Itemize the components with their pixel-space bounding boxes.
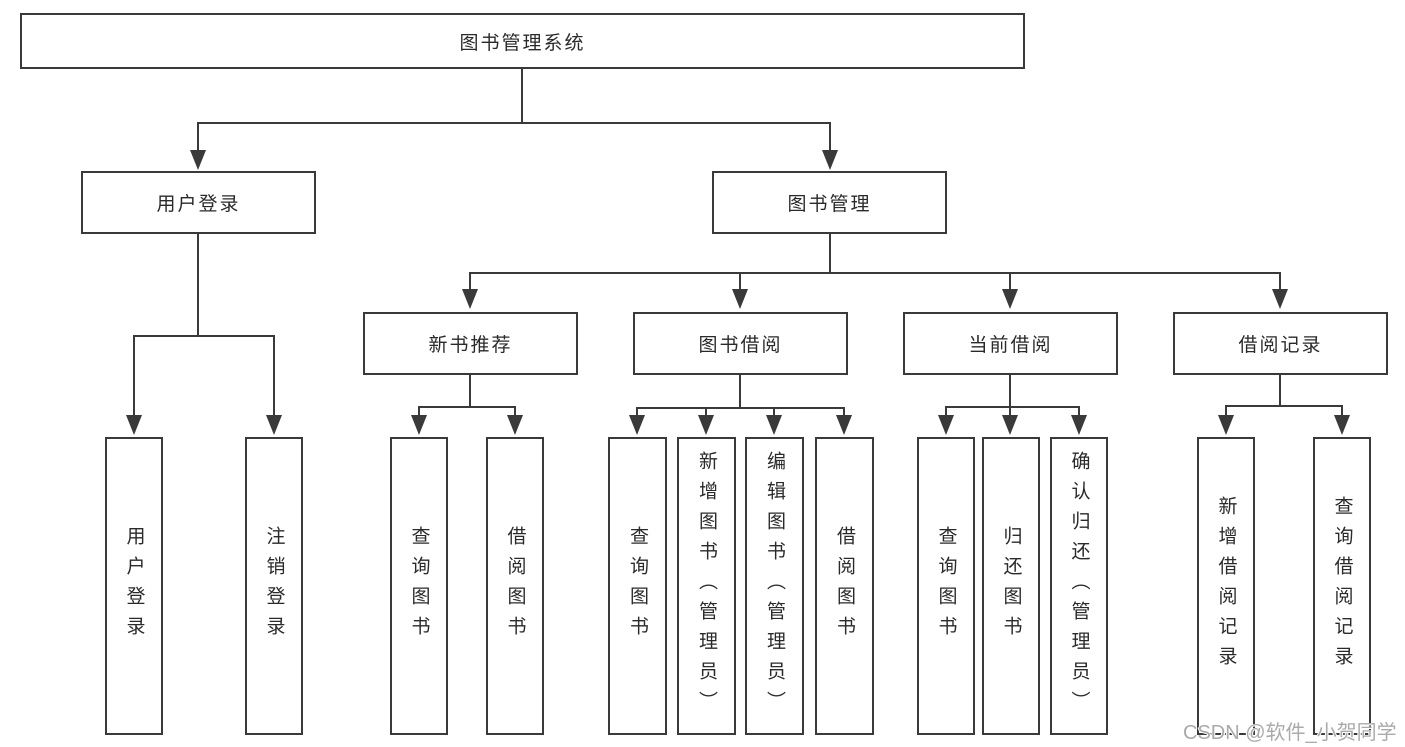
node-book-borrowing: 图书借阅 <box>633 312 848 375</box>
arrowhead-down-icon <box>1002 415 1018 435</box>
connector-arrow-stem <box>636 407 638 416</box>
connector-book-borrowing-stem <box>739 375 741 407</box>
node-label: 注销登录 <box>263 526 285 646</box>
leaf-search-books-borrowing: 查询图书 <box>608 437 667 735</box>
node-label: 查询图书 <box>935 526 957 646</box>
connector-current-borrowing-stem <box>1009 375 1011 406</box>
arrowhead-down-icon <box>629 415 645 435</box>
node-user-login: 用户登录 <box>81 171 316 234</box>
node-label: 新增图书（管理员） <box>696 451 717 721</box>
node-label: 图书管理系统 <box>459 32 586 54</box>
node-label: 借阅图书 <box>504 526 526 646</box>
leaf-search-books-recommend: 查询图书 <box>390 437 448 735</box>
connector-book-borrowing-bracket <box>636 407 845 409</box>
connector-arrow-stem <box>773 407 775 416</box>
arrowhead-down-icon <box>836 415 852 435</box>
connector-new-book-bracket <box>418 406 516 408</box>
connector-arrow-stem <box>843 407 845 416</box>
watermark: CSDN @软件_小贺同学 <box>1183 722 1397 744</box>
arrowhead-down-icon <box>698 415 714 435</box>
connector-arrow-stem <box>418 406 420 416</box>
node-label: 查询借阅记录 <box>1331 496 1353 676</box>
node-label: 借阅图书 <box>834 526 855 646</box>
arrowhead-down-icon <box>1071 415 1087 435</box>
connector-book-management-stem <box>829 234 831 272</box>
connector-arrow-stem <box>705 407 707 416</box>
connector-arrow-stem <box>739 272 741 290</box>
node-label: 新增借阅记录 <box>1215 496 1237 676</box>
node-borrowing-records: 借阅记录 <box>1173 312 1388 375</box>
connector-arrow-stem <box>514 406 516 416</box>
node-current-borrowing: 当前借阅 <box>903 312 1118 375</box>
arrowhead-down-icon <box>266 415 282 435</box>
node-label: 编辑图书（管理员） <box>764 451 785 721</box>
connector-arrow-stem <box>133 335 135 415</box>
arrowhead-down-icon <box>938 415 954 435</box>
leaf-add-book-admin: 新增图书（管理员） <box>677 437 736 735</box>
connector-arrow-stem <box>1009 272 1011 290</box>
node-label: 借阅记录 <box>1238 335 1323 356</box>
arrowhead-down-icon <box>507 415 523 435</box>
connector-arrow-stem <box>197 122 199 152</box>
arrowhead-down-icon <box>1272 289 1288 309</box>
leaf-add-borrow-record: 新增借阅记录 <box>1197 437 1255 735</box>
leaf-borrow-books-recommend: 借阅图书 <box>486 437 544 735</box>
leaf-user-login: 用户登录 <box>105 437 163 735</box>
node-label: 用户登录 <box>156 194 241 215</box>
connector-arrow-stem <box>1078 406 1080 416</box>
node-library-management-system: 图书管理系统 <box>20 13 1025 69</box>
leaf-borrow-books-borrowing: 借阅图书 <box>815 437 874 735</box>
arrowhead-down-icon <box>1334 415 1350 435</box>
connector-arrow-stem <box>273 335 275 415</box>
connector-root-bracket <box>197 122 831 124</box>
arrowhead-down-icon <box>411 415 427 435</box>
node-label: 归还图书 <box>1000 526 1022 646</box>
connector-new-book-stem <box>469 375 471 406</box>
connector-arrow-stem <box>829 122 831 152</box>
leaf-search-books-current: 查询图书 <box>917 437 975 735</box>
connector-arrow-stem <box>1279 272 1281 290</box>
node-label: 查询图书 <box>408 526 430 646</box>
node-new-book-recommendation: 新书推荐 <box>363 312 578 375</box>
arrowhead-down-icon <box>766 415 782 435</box>
node-label: 查询图书 <box>627 526 648 646</box>
arrowhead-down-icon <box>462 289 478 309</box>
arrowhead-down-icon <box>822 150 838 170</box>
connector-user-login-bracket <box>133 335 275 337</box>
node-book-management: 图书管理 <box>712 171 947 234</box>
connector-borrowing-records-stem <box>1279 375 1281 405</box>
connector-root-stem <box>521 69 523 122</box>
node-label: 确认归还（管理员） <box>1068 451 1090 721</box>
arrowhead-down-icon <box>1002 289 1018 309</box>
connector-arrow-stem <box>1225 405 1227 416</box>
leaf-logout: 注销登录 <box>245 437 303 735</box>
connector-arrow-stem <box>469 272 471 290</box>
leaf-edit-book-admin: 编辑图书（管理员） <box>745 437 804 735</box>
arrowhead-down-icon <box>190 150 206 170</box>
node-label: 新书推荐 <box>428 335 513 356</box>
connector-current-borrowing-bracket <box>945 406 1080 408</box>
leaf-search-borrow-record: 查询借阅记录 <box>1313 437 1371 735</box>
leaf-confirm-return-admin: 确认归还（管理员） <box>1050 437 1108 735</box>
connector-borrowing-records-bracket <box>1225 405 1342 407</box>
node-label: 图书借阅 <box>698 335 783 356</box>
node-label: 图书管理 <box>787 194 872 215</box>
node-label: 用户登录 <box>123 526 145 646</box>
arrowhead-down-icon <box>1218 415 1234 435</box>
connector-arrow-stem <box>945 406 947 416</box>
connector-user-login-stem <box>197 234 199 335</box>
node-label: 当前借阅 <box>968 335 1053 356</box>
connector-book-management-bracket <box>469 272 1281 274</box>
leaf-return-books: 归还图书 <box>982 437 1040 735</box>
connector-arrow-stem <box>1341 405 1343 416</box>
arrowhead-down-icon <box>126 415 142 435</box>
arrowhead-down-icon <box>732 289 748 309</box>
connector-arrow-stem <box>1009 406 1011 416</box>
